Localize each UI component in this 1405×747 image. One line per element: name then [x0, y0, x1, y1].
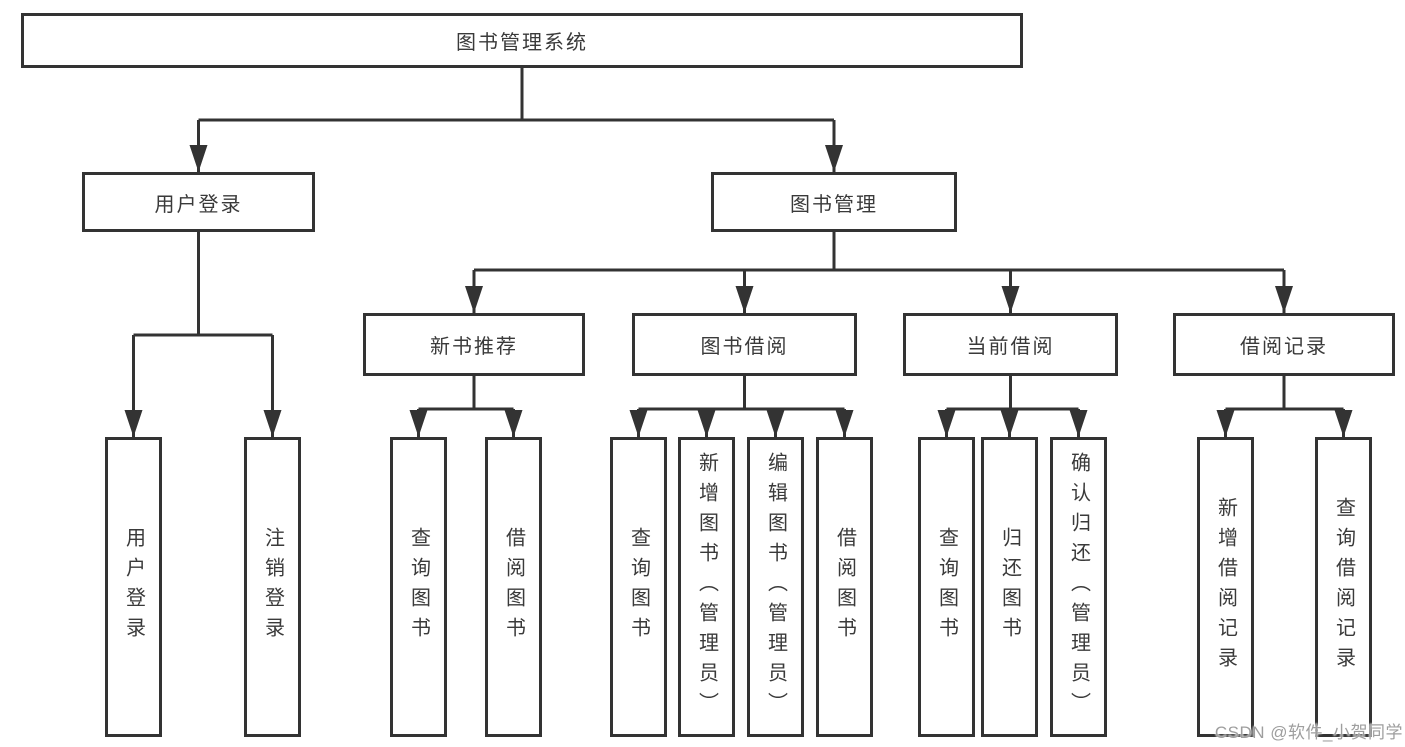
node-new-book-recommend-label: 新书推荐: [430, 336, 518, 358]
leaf-query-books-borrow: 查询图书: [610, 437, 667, 737]
leaf-add-borrow-record-label: 新增借阅记录: [1214, 497, 1237, 677]
leaf-query-books-recommend: 查询图书: [390, 437, 447, 737]
leaf-edit-book-admin-label: 编辑图书（管理员）: [764, 452, 787, 722]
leaf-confirm-return-admin: 确认归还（管理员）: [1050, 437, 1107, 737]
leaf-add-book-admin: 新增图书（管理员）: [678, 437, 735, 737]
leaf-query-books-current-label: 查询图书: [935, 527, 958, 647]
leaf-query-borrow-record: 查询借阅记录: [1315, 437, 1372, 737]
node-borrow-records: 借阅记录: [1173, 313, 1395, 376]
leaf-borrow-books-borrow-label: 借阅图书: [833, 527, 856, 647]
leaf-borrow-books-recommend: 借阅图书: [485, 437, 542, 737]
leaf-return-book-label: 归还图书: [998, 527, 1021, 647]
leaf-query-borrow-record-label: 查询借阅记录: [1332, 497, 1355, 677]
node-book-management-label: 图书管理: [790, 193, 878, 216]
leaf-return-book: 归还图书: [981, 437, 1038, 737]
node-book-management: 图书管理: [711, 172, 957, 232]
leaf-add-book-admin-label: 新增图书（管理员）: [695, 452, 718, 722]
node-book-borrow: 图书借阅: [632, 313, 857, 376]
node-current-borrow-label: 当前借阅: [966, 336, 1055, 358]
leaf-logout-label: 注销登录: [261, 527, 284, 647]
node-user-login: 用户登录: [82, 172, 315, 232]
leaf-logout: 注销登录: [244, 437, 301, 737]
node-root-label: 图书管理系统: [456, 32, 588, 54]
leaf-query-books-recommend-label: 查询图书: [407, 527, 430, 647]
leaf-user-login-label: 用户登录: [122, 527, 145, 647]
node-new-book-recommend: 新书推荐: [363, 313, 585, 376]
node-current-borrow: 当前借阅: [903, 313, 1118, 376]
leaf-borrow-books-borrow: 借阅图书: [816, 437, 873, 737]
leaf-edit-book-admin: 编辑图书（管理员）: [747, 437, 804, 737]
watermark-text: CSDN @软件_小贺同学: [1214, 723, 1403, 742]
leaf-user-login: 用户登录: [105, 437, 162, 737]
leaf-query-books-current: 查询图书: [918, 437, 975, 737]
node-root: 图书管理系统: [21, 13, 1023, 68]
leaf-borrow-books-recommend-label: 借阅图书: [502, 527, 525, 647]
node-book-borrow-label: 图书借阅: [700, 336, 789, 358]
node-user-login-label: 用户登录: [154, 193, 243, 216]
leaf-query-books-borrow-label: 查询图书: [627, 527, 650, 647]
leaf-add-borrow-record: 新增借阅记录: [1197, 437, 1254, 737]
leaf-confirm-return-admin-label: 确认归还（管理员）: [1067, 452, 1090, 722]
node-borrow-records-label: 借阅记录: [1240, 336, 1328, 358]
